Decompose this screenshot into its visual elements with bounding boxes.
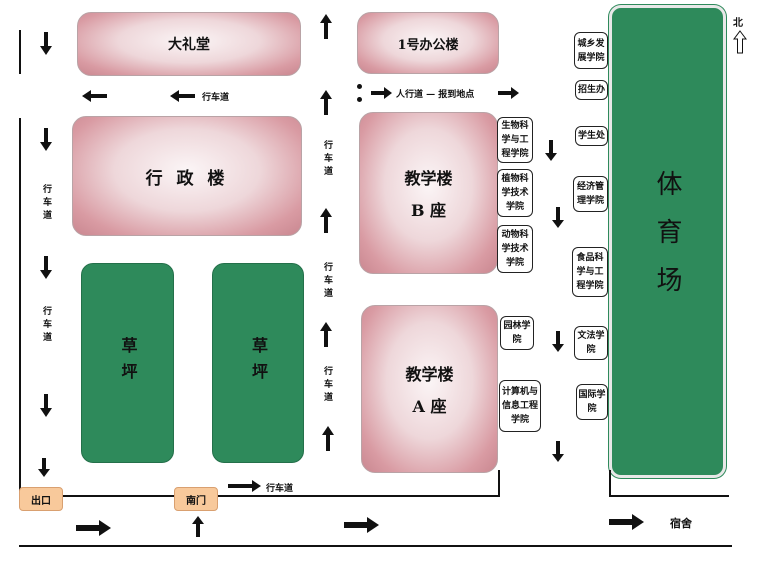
arrow-down-icon <box>40 32 52 55</box>
office-animal: 动物科学技术学院 <box>497 225 533 273</box>
office-food-label: 食品科学与工程学院 <box>576 253 604 291</box>
office-plant-label: 植物科学技术学院 <box>501 174 529 212</box>
arrow-down-icon <box>552 207 564 228</box>
stadium-label: 体育场 <box>652 169 682 314</box>
office-intl-label: 国际学院 <box>578 390 606 414</box>
walkway-label: 人行道 — 报到地点 <box>396 90 475 100</box>
lawn-right: 草坪 <box>212 263 304 463</box>
arrow-right-icon <box>371 87 392 99</box>
admin-building: 行 政 楼 <box>72 116 302 236</box>
office-intl: 国际学院 <box>576 384 608 420</box>
road-line-connector <box>498 470 500 497</box>
office-animal-label: 动物科学技术学院 <box>501 230 529 268</box>
office-admission-label: 招生办 <box>577 85 605 95</box>
south-gate-label: 南门 <box>186 495 206 507</box>
arrow-left-icon <box>170 90 195 102</box>
office-plant: 植物科学技术学院 <box>497 169 533 217</box>
exit-gate-label: 出口 <box>31 495 51 507</box>
lawn-left-label: 草坪 <box>118 337 138 389</box>
dot-top <box>357 84 362 89</box>
office-liberal-label: 文法学院 <box>577 331 605 355</box>
arrow-down-icon <box>40 128 52 151</box>
arrow-right-icon <box>344 517 379 533</box>
road-label-left-1: 行车道 <box>41 184 51 223</box>
auditorium-building: 大礼堂 <box>77 12 301 76</box>
arrow-down-icon <box>545 140 557 161</box>
road-label-mid-3: 行车道 <box>322 366 332 405</box>
office-student-label: 学生处 <box>577 131 605 141</box>
teaching-building-a-line1: 教学楼 <box>405 365 454 384</box>
arrow-down-icon <box>40 256 52 279</box>
teaching-building-b-line1: 教学楼 <box>404 169 453 188</box>
arrow-down-icon <box>552 441 564 462</box>
north-label: 北 <box>733 18 743 29</box>
dorm-label: 宿舍 <box>670 517 692 530</box>
road-line-left <box>19 118 21 495</box>
lawn-right-label: 草坪 <box>249 337 268 389</box>
exit-gate: 出口 <box>19 487 63 511</box>
road-line-stadium-bottom <box>609 470 611 495</box>
office-bio: 生物科学与工程学院 <box>497 117 533 163</box>
lawn-left: 草坪 <box>81 263 174 463</box>
north-arrow-icon <box>733 30 747 54</box>
arrow-right-icon <box>228 480 261 492</box>
office-garden-label: 园林学院 <box>503 321 531 345</box>
office-computer-label: 计算机与信息工程学院 <box>501 387 538 425</box>
dot-bottom <box>357 97 362 102</box>
office-building-1: 1号办公楼 <box>357 12 499 74</box>
teaching-building-a: 教学楼 A 座 <box>361 305 498 473</box>
arrow-down-icon <box>38 458 50 477</box>
arrow-left-icon <box>82 90 107 102</box>
teaching-building-a-line2: A 座 <box>412 397 447 416</box>
arrow-up-icon <box>192 516 204 537</box>
road-label-mid-1: 行车道 <box>322 140 332 179</box>
office-liberal: 文法学院 <box>574 326 608 360</box>
arrow-up-icon <box>320 208 332 233</box>
road-line-left-top <box>19 30 21 74</box>
road-label-bottom: 行车道 <box>266 484 294 494</box>
office-economics-label: 经济管理学院 <box>576 182 604 206</box>
office-building-1-label: 1号办公楼 <box>397 37 459 53</box>
office-admission: 招生办 <box>575 80 608 100</box>
road-line-stadium-edge <box>609 495 729 497</box>
office-food: 食品科学与工程学院 <box>572 247 608 297</box>
office-economics: 经济管理学院 <box>573 176 608 212</box>
arrow-up-icon <box>320 322 332 347</box>
stadium: 体育场 <box>609 5 726 478</box>
road-line-bottom <box>19 495 499 497</box>
arrow-up-icon <box>322 426 334 451</box>
teaching-building-b: 教学楼 B 座 <box>359 112 498 274</box>
arrow-right-icon <box>498 87 519 99</box>
arrow-right-icon <box>76 520 111 536</box>
south-gate: 南门 <box>174 487 218 511</box>
office-student: 学生处 <box>575 126 608 146</box>
road-line-outer <box>19 545 732 547</box>
road-label-top: 行车道 <box>202 93 230 103</box>
arrow-up-icon <box>320 90 332 115</box>
arrow-right-icon <box>609 514 644 530</box>
auditorium-label: 大礼堂 <box>168 37 210 53</box>
office-computer: 计算机与信息工程学院 <box>499 380 541 432</box>
arrow-down-icon <box>40 394 52 417</box>
road-label-left-2: 行车道 <box>41 306 51 345</box>
office-garden: 园林学院 <box>500 316 534 350</box>
arrow-down-icon <box>552 331 564 352</box>
arrow-up-icon <box>320 14 332 39</box>
road-label-mid-2: 行车道 <box>322 262 332 301</box>
office-bio-label: 生物科学与工程学院 <box>501 121 529 159</box>
teaching-building-b-line2: B 座 <box>410 201 447 220</box>
office-rural: 城乡发展学院 <box>574 32 608 69</box>
office-rural-label: 城乡发展学院 <box>577 38 605 63</box>
admin-building-label: 行 政 楼 <box>145 168 229 189</box>
